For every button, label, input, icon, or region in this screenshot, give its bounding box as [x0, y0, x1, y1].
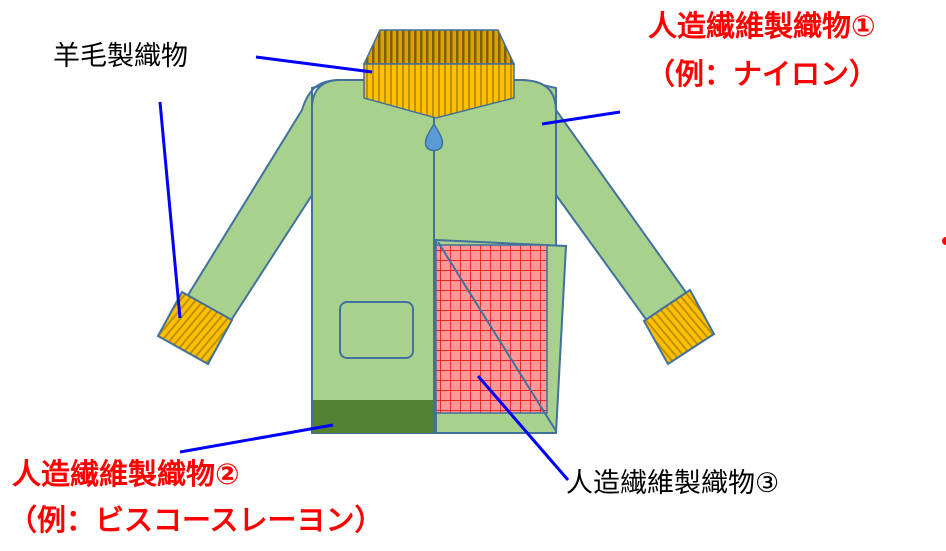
collar: [363, 63, 515, 119]
pocket: [339, 301, 414, 359]
leader-synthetic1: [541, 110, 621, 126]
label-synthetic1-title: 人造繊維製織物①: [648, 9, 876, 43]
label-synthetic2-example: （例：ビスコースレーヨン）: [8, 503, 384, 537]
right-cuff: [642, 288, 716, 366]
label-wool: 羊毛製織物: [53, 41, 188, 72]
left-cuff: [156, 290, 234, 366]
edge-dot: [942, 237, 946, 245]
label-synthetic1-example: （例：ナイロン）: [646, 57, 879, 91]
leader-synthetic2: [179, 423, 334, 454]
zipper-pull: [424, 122, 444, 152]
label-synthetic2-title: 人造繊維製織物②: [12, 457, 240, 491]
leader-synthetic3: [476, 375, 570, 481]
leader-wool-cuff: [158, 101, 182, 319]
label-synthetic3: 人造繊維製織物③: [566, 468, 780, 499]
lining-fold-line: [437, 241, 557, 432]
hem-band: [313, 400, 435, 433]
collar-top: [362, 29, 516, 65]
leader-wool: [255, 55, 373, 74]
